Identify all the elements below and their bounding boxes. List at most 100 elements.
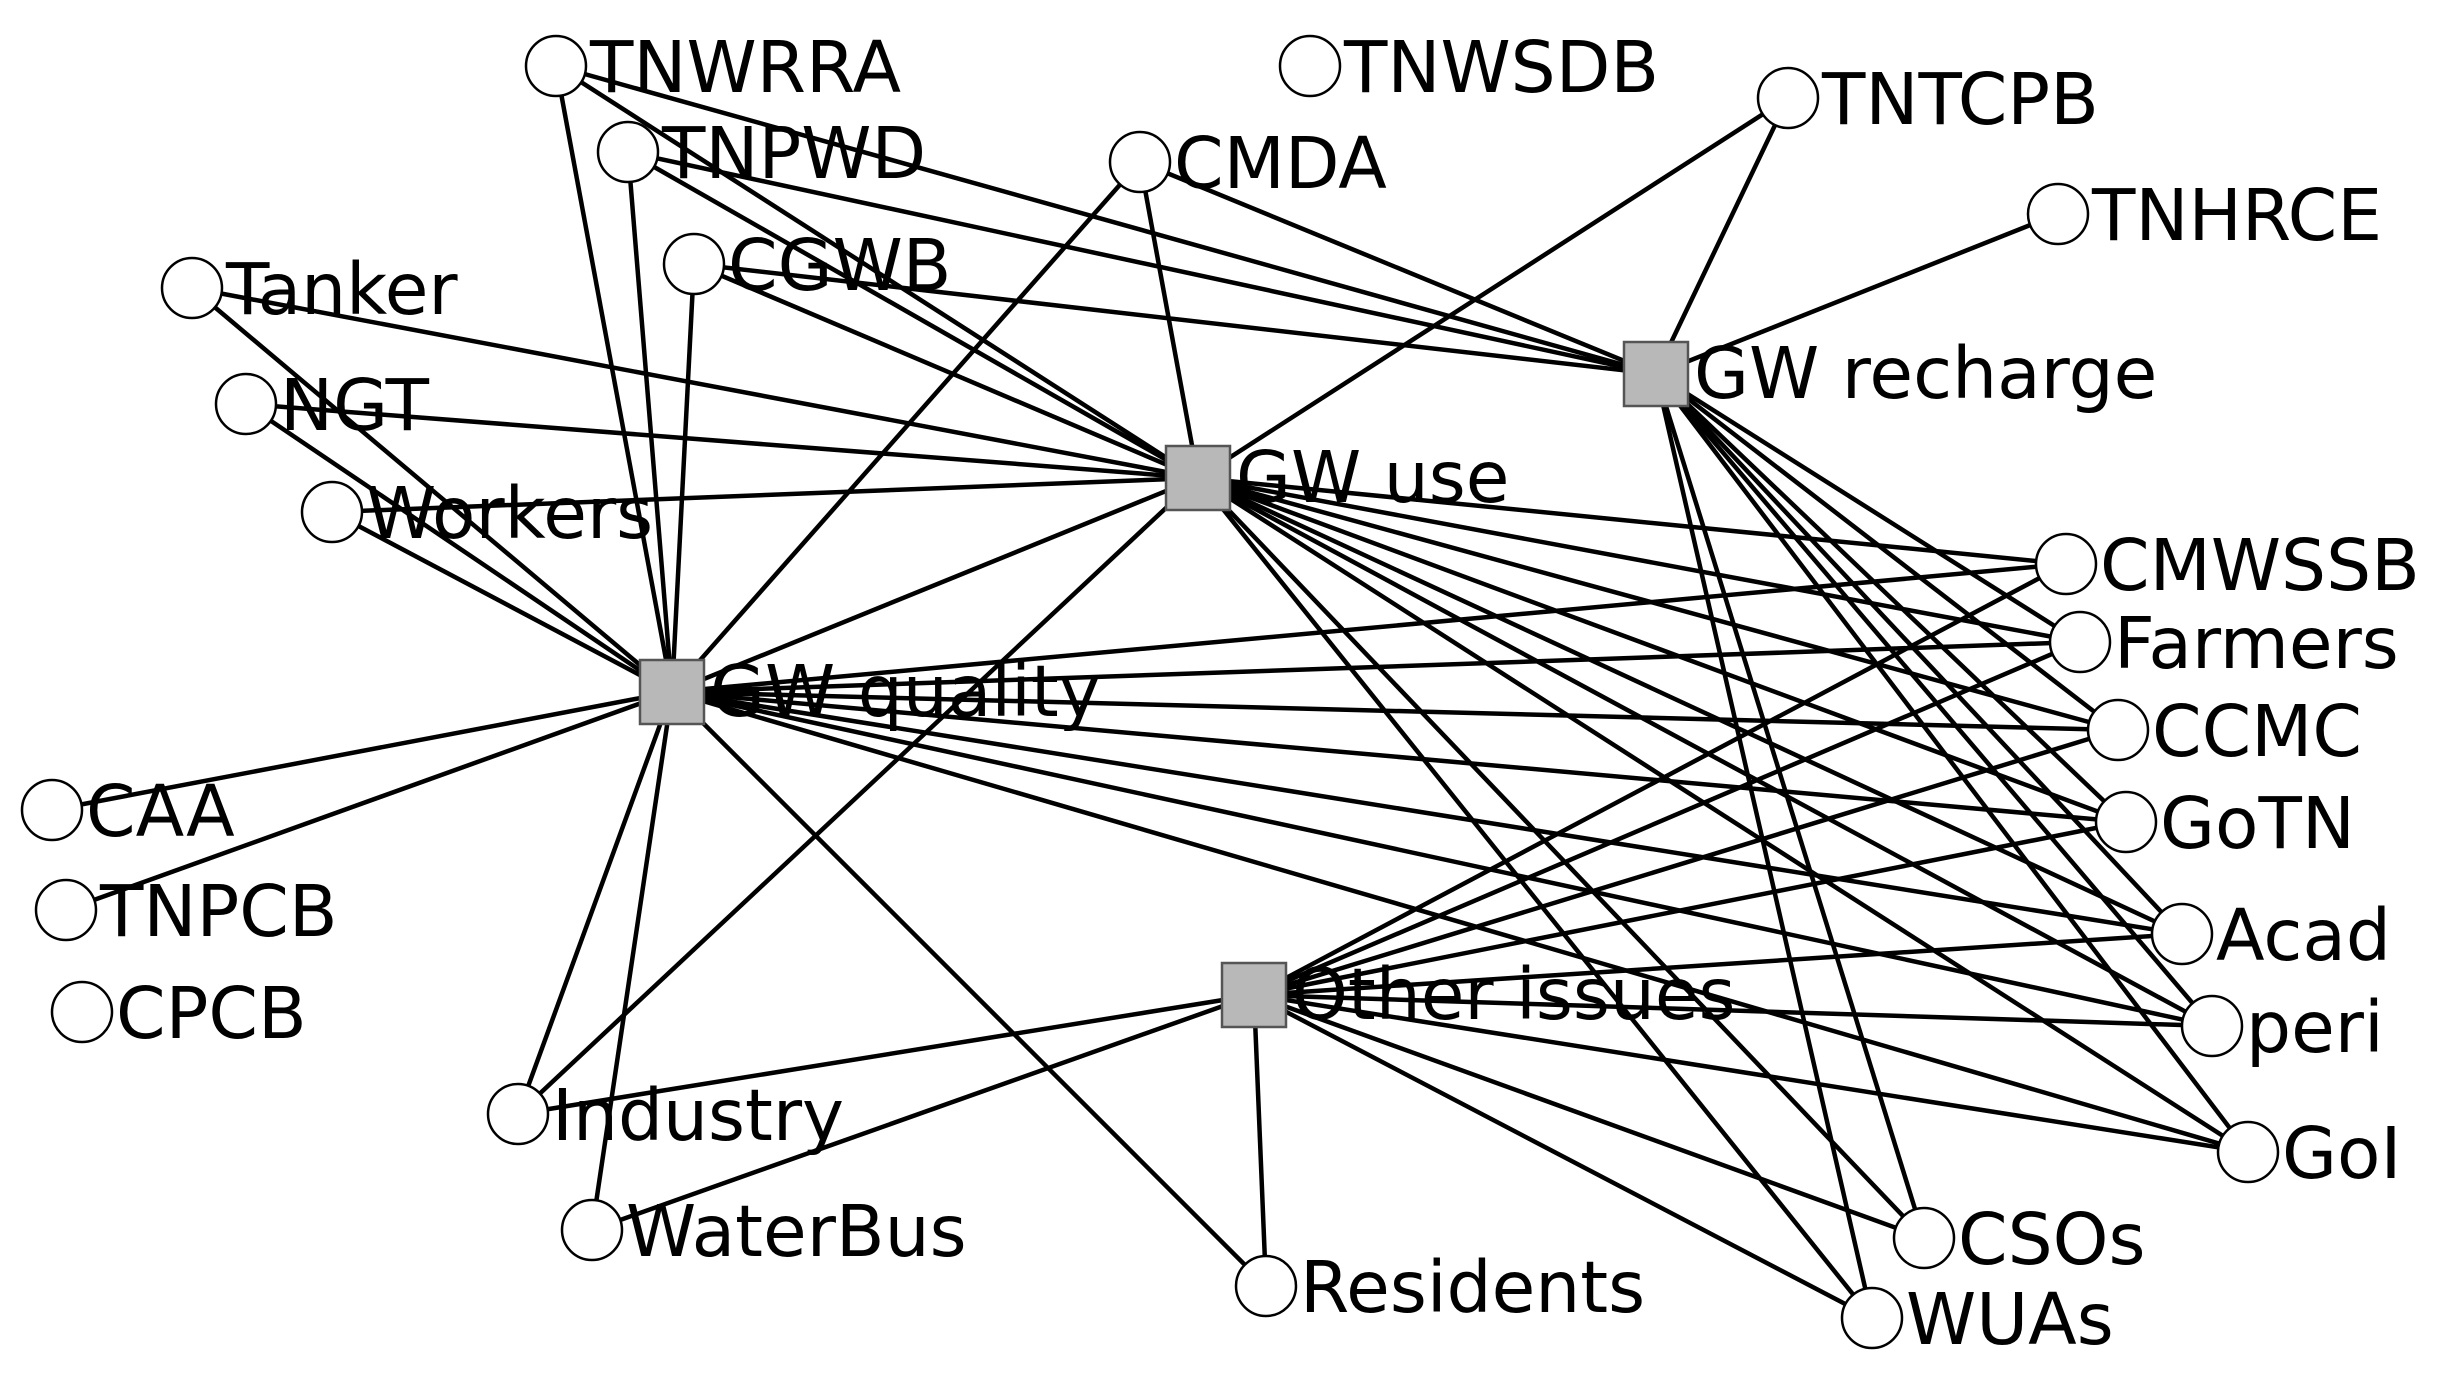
actor-circle: [560, 1198, 624, 1262]
edge-gw_use-farmers: [1197, 475, 2081, 645]
actor-node-acad: Acad: [2150, 894, 2391, 977]
edge-gw_quality-ccmc: [671, 689, 2119, 733]
actor-circle: [1756, 66, 1820, 130]
actor-node-residents: Residents: [1234, 1246, 1645, 1329]
edge-other_issues-wuas: [1252, 993, 1874, 1320]
actor-label: CMDA: [1174, 122, 1387, 205]
actor-label: TNHRCE: [2091, 174, 2382, 257]
actor-label: CCMC: [2152, 690, 2362, 773]
actor-circle: [2216, 1120, 2280, 1184]
actor-circle: [2094, 790, 2158, 854]
actor-label: CSOs: [1958, 1198, 2146, 1281]
actor-circle: [486, 1082, 550, 1146]
edge-gw_quality-cmwssb: [671, 561, 2067, 695]
edge-other_issues-waterbus: [591, 992, 1255, 1233]
edge-gw_quality-farmers: [671, 639, 2081, 695]
edge-gw_recharge-peri: [1654, 372, 2214, 1028]
edge-gw_quality-caa: [51, 689, 673, 813]
edge-gw_recharge-tnhrce: [1655, 211, 2059, 377]
edge-gw_use-acad: [1197, 475, 2183, 937]
actor-node-tnpcb: TNPCB: [34, 870, 338, 953]
actor-node-workers: Workers: [300, 472, 653, 555]
actor-label: WUAs: [1906, 1278, 2114, 1361]
edge-gw_use-tanker: [191, 285, 1199, 481]
actor-circle: [2150, 902, 2214, 966]
actor-label: CPCB: [116, 972, 307, 1055]
edge-gw_quality-goi: [671, 689, 2249, 1155]
edge-gw_recharge-gotn: [1654, 372, 2128, 824]
actor-node-tntcpb: TNTCPB: [1756, 58, 2099, 141]
edge-gw_quality-cmda: [670, 160, 1142, 694]
edge-gw_quality-waterbus: [589, 691, 675, 1231]
edge-gw_use-peri: [1196, 476, 2214, 1028]
edge-gw_use-gw_quality: [671, 475, 1199, 695]
edge-gw_quality-ngt: [244, 402, 674, 694]
actor-label: CMWSSB: [2100, 524, 2420, 607]
edge-gw_use-cgwb: [693, 261, 1199, 481]
actor-circle: [1840, 1286, 1904, 1350]
actor-node-gotn: GoTN: [2094, 782, 2355, 865]
edge-gw_use-goi: [1196, 476, 2250, 1154]
edge-gw_use-industry: [516, 476, 1200, 1116]
actor-node-csos: CSOs: [1892, 1198, 2146, 1281]
actor-label: TNPCB: [99, 870, 338, 953]
edge-other_issues-farmers: [1253, 639, 2081, 998]
actor-label: Farmers: [2114, 602, 2399, 685]
edge-other_issues-acad: [1253, 931, 2183, 998]
actor-label: TNTCPB: [1821, 58, 2099, 141]
edge-gw_quality-peri: [671, 689, 2213, 1029]
edge-gw_quality-cgwb: [669, 263, 697, 693]
edge-other_issues-industry: [517, 992, 1255, 1117]
actor-circle: [1892, 1206, 1956, 1270]
actor-node-cpcb: CPCB: [50, 972, 307, 1055]
edge-gw_use-workers: [331, 475, 1199, 515]
actor-circle: [34, 878, 98, 942]
issue-node-other_issues: Other issues: [1220, 953, 1736, 1036]
actor-node-industry: Industry: [486, 1074, 844, 1157]
actor-label: Industry: [552, 1074, 844, 1157]
actor-node-tnhrce: TNHRCE: [2026, 174, 2382, 257]
edge-gw_use-ngt: [245, 401, 1199, 481]
actor-circle: [300, 480, 364, 544]
actor-label: WaterBus: [626, 1190, 967, 1273]
edge-gw_recharge-ccmc: [1654, 372, 2120, 732]
actor-circle: [2048, 610, 2112, 674]
actor-label: Tanker: [225, 248, 458, 331]
actor-circle: [1108, 130, 1172, 194]
actor-label: TNPWD: [661, 112, 926, 195]
actor-label: Workers: [366, 472, 653, 555]
issue-label: GW use: [1236, 436, 1509, 519]
actor-circle: [2086, 698, 2150, 762]
edge-other_issues-residents: [1251, 994, 1269, 1287]
actor-circle: [662, 232, 726, 296]
issue-label: GW recharge: [1694, 332, 2157, 415]
actor-label: CGWB: [728, 224, 952, 307]
actor-circle: [596, 120, 660, 184]
issue-square: [1164, 444, 1232, 512]
actor-node-tanker: Tanker: [160, 248, 458, 331]
edge-gw_use-tnwrra: [554, 64, 1200, 480]
issue-node-gw_use: GW use: [1164, 436, 1509, 519]
actor-node-waterbus: WaterBus: [560, 1190, 967, 1273]
actor-circle: [524, 34, 588, 98]
issue-node-gw_quality: GW quality: [638, 650, 1101, 733]
edge-gw_recharge-tnpwd: [627, 149, 1657, 377]
issue-label: GW quality: [710, 650, 1101, 733]
actor-circle: [214, 372, 278, 436]
actor-label: GoTN: [2160, 782, 2355, 865]
actor-node-peri: peri: [2180, 986, 2384, 1069]
issue-square: [638, 658, 706, 726]
actor-circle: [2034, 532, 2098, 596]
edge-gw_recharge-wuas: [1653, 373, 1875, 1319]
edge-gw_use-cmwssb: [1197, 475, 2067, 567]
edge-gw_use-tntcpb: [1196, 96, 1790, 480]
edge-gw_quality-residents: [670, 690, 1268, 1288]
actor-node-tnpwd: TNPWD: [596, 112, 926, 195]
edge-gw_quality-workers: [330, 510, 674, 694]
edge-gw_recharge-cmda: [1139, 159, 1657, 377]
actor-node-cmwssb: CMWSSB: [2034, 524, 2420, 607]
actor-node-wuas: WUAs: [1840, 1278, 2114, 1361]
issue-label: Other issues: [1292, 953, 1736, 1036]
actor-label: peri: [2246, 986, 2384, 1069]
edge-other_issues-gotn: [1253, 819, 2127, 998]
